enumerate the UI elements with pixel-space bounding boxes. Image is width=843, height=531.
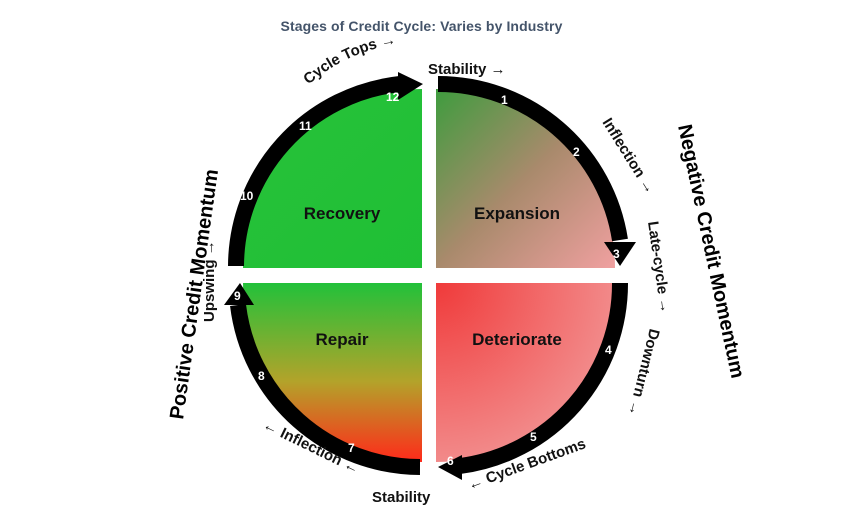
stage-number: 7: [348, 441, 355, 455]
stage-number: 4: [605, 343, 612, 357]
downturn-label: Downturn →: [625, 327, 663, 418]
recovery-quadrant: [243, 89, 422, 268]
negative-momentum-label: Negative Credit Momentum: [673, 122, 748, 380]
stage-number: 6: [447, 454, 454, 468]
stage-number: 10: [240, 189, 254, 203]
upswing-label: Upswing →: [201, 240, 218, 322]
late-cycle-label: Late-cycle →: [644, 220, 674, 314]
stage-number: 11: [299, 119, 312, 133]
deteriorate-quadrant: [436, 283, 615, 462]
stage-number: 12: [386, 90, 400, 104]
stage-number: 2: [573, 145, 580, 159]
diagram-title: Stages of Credit Cycle: Varies by Indust…: [280, 18, 563, 34]
repair-quadrant: [243, 283, 422, 462]
cycle-arrow-top-right: [437, 75, 636, 266]
deteriorate-label: Deteriorate: [472, 330, 562, 349]
stage-number: 8: [258, 369, 265, 383]
repair-label: Repair: [316, 330, 369, 349]
cycle-arrow-bottom-left: [224, 283, 421, 475]
stability-top-label: Stability →: [428, 61, 506, 78]
stage-number: 9: [234, 289, 241, 303]
stage-number: 5: [530, 430, 537, 444]
stage-number: 3: [613, 247, 620, 261]
recovery-label: Recovery: [304, 204, 381, 223]
stage-number: 1: [501, 93, 508, 107]
expansion-quadrant: [436, 89, 615, 268]
expansion-label: Expansion: [474, 204, 560, 223]
stability-bottom-label: Stability: [372, 489, 431, 506]
cycle-arrow-top-left: [228, 72, 423, 267]
cycle-arrow-bottom-right: [438, 282, 629, 480]
